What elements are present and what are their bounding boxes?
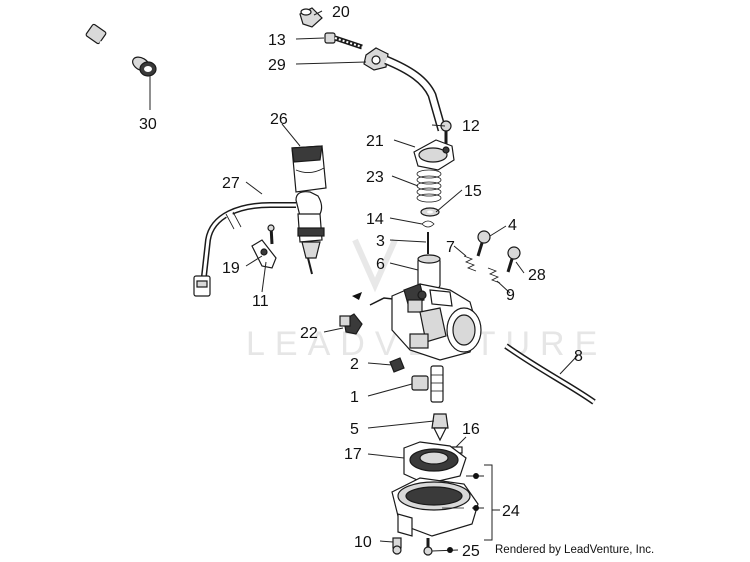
callout-29: 29 <box>268 57 286 74</box>
part-14-clip <box>421 220 435 228</box>
part-26-rubber-cap <box>291 145 327 193</box>
part-1-main-jet <box>411 365 444 403</box>
callout-14: 14 <box>366 211 384 228</box>
part-30-screw-assembly <box>85 23 157 77</box>
part-27-choke-wire <box>193 202 296 297</box>
callout-2: 2 <box>350 356 359 373</box>
part-11-choke-body <box>295 191 325 275</box>
part-7-spring <box>463 255 477 272</box>
callout-1: 1 <box>350 389 359 406</box>
part-20-cap <box>299 7 323 28</box>
part-4-screw <box>476 230 491 257</box>
callout-26: 26 <box>270 111 288 128</box>
part-5-needle-valve <box>431 413 449 442</box>
callout-11: 11 <box>252 293 269 310</box>
part-8-hose <box>504 343 596 405</box>
part-10-screw <box>392 537 402 555</box>
part-15-washer <box>420 207 440 217</box>
part-25-screw <box>423 538 433 556</box>
callout-23: 23 <box>366 169 384 186</box>
part-23-spring <box>416 169 442 203</box>
part-21-carb-top-cover <box>413 139 455 171</box>
callout-labels: 20 13 29 30 12 21 26 27 23 15 14 4 3 7 6… <box>139 4 583 560</box>
callout-8: 8 <box>574 348 583 365</box>
callout-19: 19 <box>222 260 240 277</box>
callout-4: 4 <box>508 217 517 234</box>
callout-9: 9 <box>506 287 515 304</box>
part-28-screw <box>506 246 521 273</box>
callout-5: 5 <box>350 421 359 438</box>
leader-lines <box>149 10 579 553</box>
callout-20: 20 <box>332 4 350 21</box>
part-19-bracket <box>251 224 277 269</box>
callout-22: 22 <box>300 325 318 342</box>
part-22-elbow-fitting <box>339 313 363 335</box>
callout-24: 24 <box>502 503 520 520</box>
callout-15: 15 <box>464 183 482 200</box>
callout-27: 27 <box>222 175 240 192</box>
carburetor-body <box>369 283 482 361</box>
callout-6: 6 <box>376 256 385 273</box>
callout-13: 13 <box>268 32 286 49</box>
callout-30: 30 <box>139 116 157 133</box>
callout-3: 3 <box>376 233 385 250</box>
part-6-slide <box>417 254 441 289</box>
callout-12: 12 <box>462 118 480 135</box>
part-9-spring <box>487 267 501 284</box>
part-12-screw <box>440 120 452 144</box>
part-17-float <box>403 441 467 485</box>
part-24-float-bowl <box>391 477 479 537</box>
callout-25: 25 <box>462 543 480 560</box>
callout-17: 17 <box>344 446 362 463</box>
part-29-fuel-pipe <box>363 47 447 132</box>
callout-28: 28 <box>528 267 546 284</box>
credit-text: Rendered by LeadVenture, Inc. <box>495 544 654 556</box>
callout-16: 16 <box>462 421 480 438</box>
part-13-bolt <box>324 32 363 50</box>
callout-10: 10 <box>354 534 372 551</box>
part-2-jet <box>389 357 405 373</box>
callout-7: 7 <box>446 239 455 256</box>
callout-21: 21 <box>366 133 384 150</box>
